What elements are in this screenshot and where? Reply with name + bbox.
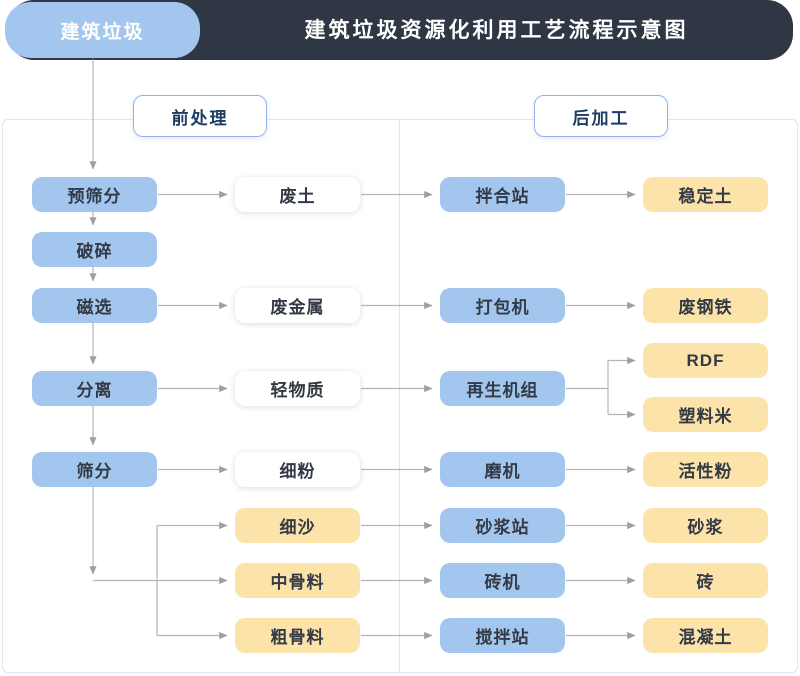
node-concrete: 混凝土 xyxy=(643,618,768,653)
node-plastic-pellets: 塑料米 xyxy=(643,397,768,432)
flow-panel xyxy=(2,119,798,673)
node-baler: 打包机 xyxy=(440,288,565,323)
node-separation: 分离 xyxy=(32,371,157,406)
node-magnetic-separation: 磁选 xyxy=(32,288,157,323)
node-mortar: 砂浆 xyxy=(643,508,768,543)
node-crushing: 破碎 xyxy=(32,232,157,267)
node-scrap-metal: 废金属 xyxy=(235,288,360,323)
node-coarse-aggregate: 粗骨料 xyxy=(235,618,360,653)
node-regeneration-unit: 再生机组 xyxy=(440,371,565,406)
node-scrap-steel: 废钢铁 xyxy=(643,288,768,323)
node-fine-powder: 细粉 xyxy=(235,452,360,487)
node-fine-sand: 细沙 xyxy=(235,508,360,543)
page-title: 建筑垃圾资源化利用工艺流程示意图 xyxy=(304,19,689,42)
node-rdf: RDF xyxy=(643,343,768,378)
node-stabilized-soil: 稳定土 xyxy=(643,177,768,212)
node-mortar-plant: 砂浆站 xyxy=(440,508,565,543)
node-concrete-mixing-plant: 搅拌站 xyxy=(440,618,565,653)
panel-divider xyxy=(399,119,400,672)
source-tab: 建筑垃圾 xyxy=(5,2,200,58)
section-label-postprocessing: 后加工 xyxy=(534,95,668,137)
node-brick: 砖 xyxy=(643,563,768,598)
node-active-powder: 活性粉 xyxy=(643,452,768,487)
node-medium-aggregate: 中骨料 xyxy=(235,563,360,598)
node-brick-machine: 砖机 xyxy=(440,563,565,598)
node-waste-soil: 废土 xyxy=(235,177,360,212)
node-pre-screening: 预筛分 xyxy=(32,177,157,212)
node-mixing-plant: 拌合站 xyxy=(440,177,565,212)
node-screening: 筛分 xyxy=(32,452,157,487)
node-light-material: 轻物质 xyxy=(235,371,360,406)
section-label-preprocessing: 前处理 xyxy=(133,95,267,137)
node-mill: 磨机 xyxy=(440,452,565,487)
